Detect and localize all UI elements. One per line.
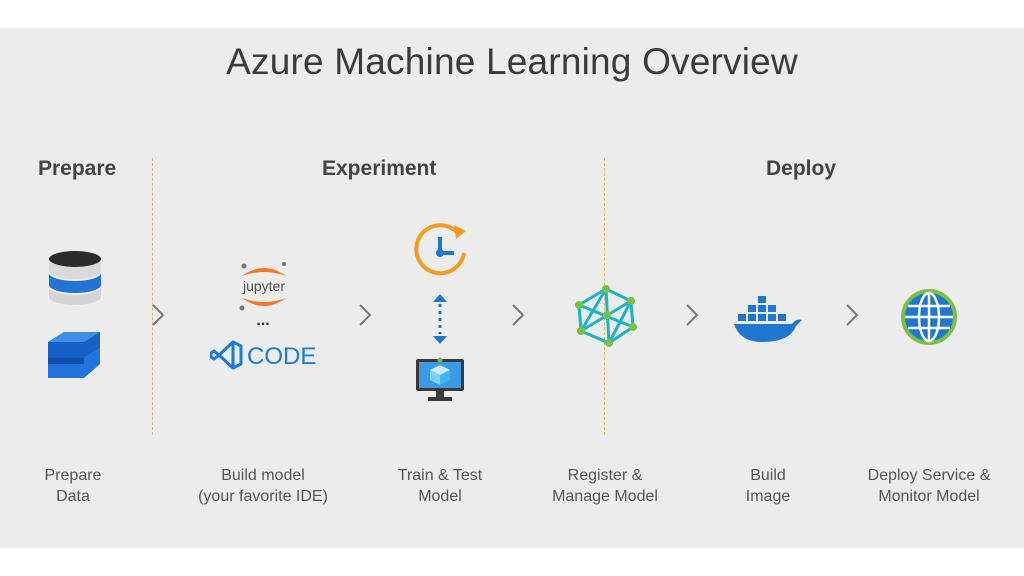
chevron-right-icon bbox=[846, 304, 859, 326]
chevron-right-icon bbox=[686, 304, 699, 326]
chevron-right-icon bbox=[152, 304, 165, 326]
dotted-double-arrow-icon bbox=[433, 294, 447, 344]
data-lake-icon bbox=[48, 332, 100, 378]
chevron-right-icon bbox=[512, 304, 525, 326]
step-caption-register-manage: Register &Manage Model bbox=[552, 467, 658, 505]
step-caption-deploy-monitor: Deploy Service &Monitor Model bbox=[867, 467, 991, 505]
model-network-icon bbox=[575, 285, 637, 347]
phase-experiment-heading: Experiment bbox=[322, 157, 437, 180]
phase-deploy-heading: Deploy bbox=[766, 157, 837, 180]
slide: Azure Machine Learning Overview Prepare … bbox=[0, 28, 1024, 548]
ellipsis-text: ... bbox=[256, 312, 270, 329]
page-title: Azure Machine Learning Overview bbox=[226, 41, 798, 82]
jupyter-logo-icon: jupyter bbox=[239, 262, 286, 311]
database-icon bbox=[49, 251, 101, 305]
vscode-logo-icon: CODE bbox=[210, 340, 316, 370]
globe-icon bbox=[901, 289, 957, 345]
phase-prepare-heading: Prepare bbox=[38, 157, 117, 180]
chevron-right-icon bbox=[359, 304, 372, 326]
jupyter-text: jupyter bbox=[242, 278, 285, 294]
clock-refresh-icon bbox=[414, 223, 466, 276]
step-caption-build-model: Build model(your favorite IDE) bbox=[198, 467, 328, 505]
compute-monitor-icon bbox=[416, 357, 464, 401]
docker-whale-icon bbox=[734, 296, 802, 342]
code-text: CODE bbox=[247, 343, 316, 370]
phase-divider-experiment-deploy bbox=[604, 158, 605, 435]
phase-divider-prepare-experiment bbox=[152, 158, 153, 435]
